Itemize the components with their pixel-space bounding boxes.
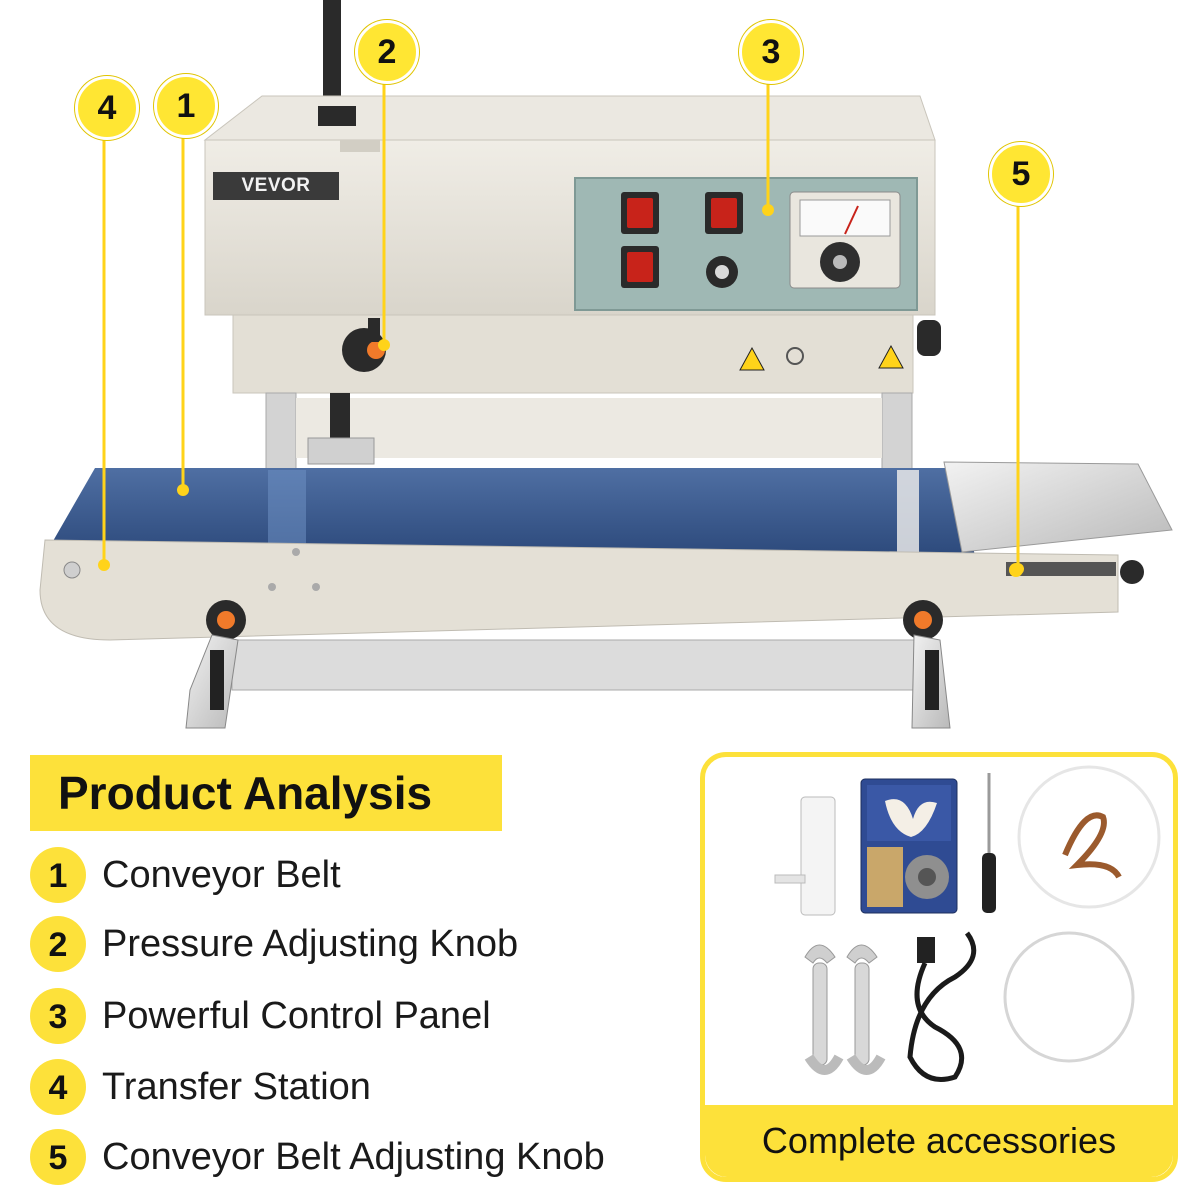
warning-label-right (878, 344, 904, 369)
machine-housing-lower (232, 314, 914, 394)
parts-box (860, 778, 958, 914)
base-bar (231, 639, 923, 691)
product-analysis-title: Product Analysis (30, 755, 502, 831)
feature-number-badge: 2 (30, 916, 86, 972)
callout-marker-3: 3 (739, 20, 803, 84)
feature-item: 5 Conveyor Belt Adjusting Knob (30, 1127, 700, 1189)
feature-label: Transfer Station (102, 1066, 371, 1108)
feature-label: Pressure Adjusting Knob (102, 923, 519, 965)
feature-number-badge: 3 (30, 988, 86, 1044)
feature-number-badge: 1 (30, 847, 86, 903)
callout-marker-4: 4 (75, 76, 139, 140)
wrench-left (804, 944, 844, 1075)
teflon-belt-ring (1003, 931, 1135, 1063)
machine-cable (323, 0, 341, 118)
t-handle-tool (774, 796, 836, 916)
transfer-station-screw (63, 561, 81, 579)
wrench-right (846, 944, 886, 1075)
feature-number-badge: 4 (30, 1059, 86, 1115)
conveyor-frame (39, 539, 1119, 641)
feature-item: 3 Powerful Control Panel (30, 986, 700, 1048)
callout-marker-5: 5 (989, 142, 1053, 206)
machine-housing-top (203, 95, 936, 141)
feature-item: 4 Transfer Station (30, 1057, 700, 1119)
feature-label: Conveyor Belt Adjusting Knob (102, 1136, 605, 1178)
callout-marker-1: 1 (154, 74, 218, 138)
band-sealer-machine-image (39, 0, 1173, 729)
feature-number-badge: 5 (30, 1129, 86, 1185)
feature-label: Powerful Control Panel (102, 995, 491, 1037)
ground-symbol (786, 347, 804, 365)
transfer-tray (943, 461, 1173, 553)
warning-label-left (739, 346, 765, 371)
control-panel (574, 177, 918, 311)
sealing-belt-coil (1017, 765, 1161, 909)
feature-label: Conveyor Belt (102, 854, 341, 896)
brand-logo: VEVOR (213, 172, 339, 200)
conveyor-belt-adjusting-knob (1006, 562, 1116, 576)
screwdriver (982, 773, 996, 913)
feature-item: 2 Pressure Adjusting Knob (30, 914, 700, 976)
side-handwheel (917, 320, 941, 356)
accessories-image (774, 765, 1161, 1082)
callout-marker-2: 2 (355, 20, 419, 84)
accessories-caption: Complete accessories (705, 1105, 1173, 1177)
power-cord (907, 931, 977, 1082)
feature-item: 1 Conveyor Belt (30, 845, 700, 907)
